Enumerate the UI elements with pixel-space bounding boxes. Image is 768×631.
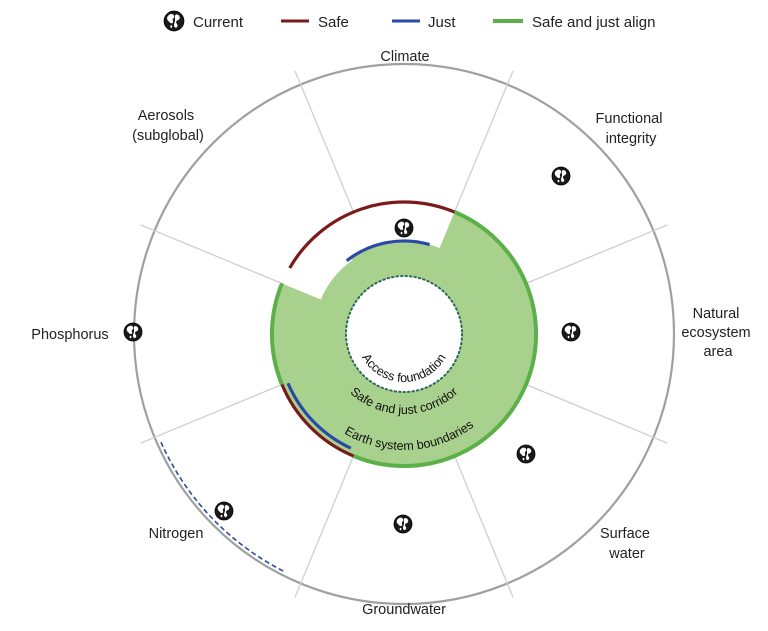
globe-icon-functional-integrity: [551, 166, 571, 186]
nitrogen-just-dashed-line: [160, 441, 284, 572]
access-foundation-dotted-edge: [345, 275, 463, 393]
segment-divider: [523, 224, 668, 285]
just-boundary-line-climate: [345, 239, 431, 262]
segment-divider: [294, 453, 355, 598]
segment-divider: [294, 70, 355, 215]
segment-divider: [140, 224, 285, 285]
legend-globe-icon: [163, 10, 185, 32]
label-aerosols: Aerosols (subglobal): [132, 108, 204, 144]
safe-just-align-line: [270, 210, 538, 468]
label-climate: Climate: [380, 49, 429, 65]
globe-icon-natural-ecosystem-area: [561, 322, 581, 342]
legend-current-label: Current: [193, 14, 244, 31]
just-boundary-line-nitrogen: [286, 382, 352, 450]
safe-just-corridor: [272, 212, 536, 466]
globe-icon-nitrogen: [214, 501, 234, 521]
safe-boundary-line-nitrogen: [280, 383, 355, 458]
safe-boundary-line-climate: [288, 200, 456, 269]
legend-just-label: Just: [428, 14, 456, 31]
segment-labels: Climate Functional integrity Natural eco…: [31, 49, 754, 618]
label-functional-integrity: Functional integrity: [596, 111, 667, 147]
label-natural-ecosystem-area: Natural ecosystem area: [681, 306, 754, 360]
segment-divider: [140, 383, 285, 444]
label-groundwater: Groundwater: [362, 602, 446, 618]
label-phosphorus: Phosphorus: [31, 327, 108, 343]
segment-divider: [453, 453, 514, 598]
legend-safe-label: Safe: [318, 14, 349, 31]
globe-icon-surface-water: [516, 444, 536, 464]
globe-icon-phosphorus: [123, 322, 143, 342]
legend-align-label: Safe and just align: [532, 14, 655, 31]
legend: Current Safe Just Safe and just align: [163, 10, 655, 32]
segment-dividers: [140, 70, 668, 598]
label-nitrogen: Nitrogen: [149, 526, 204, 542]
label-surface-water: Surface water: [600, 526, 654, 562]
segment-divider: [523, 383, 668, 444]
segment-divider: [453, 70, 514, 215]
access-foundation: [346, 276, 462, 392]
globe-icon-climate: [394, 218, 414, 238]
globe-icon-groundwater: [393, 514, 413, 534]
